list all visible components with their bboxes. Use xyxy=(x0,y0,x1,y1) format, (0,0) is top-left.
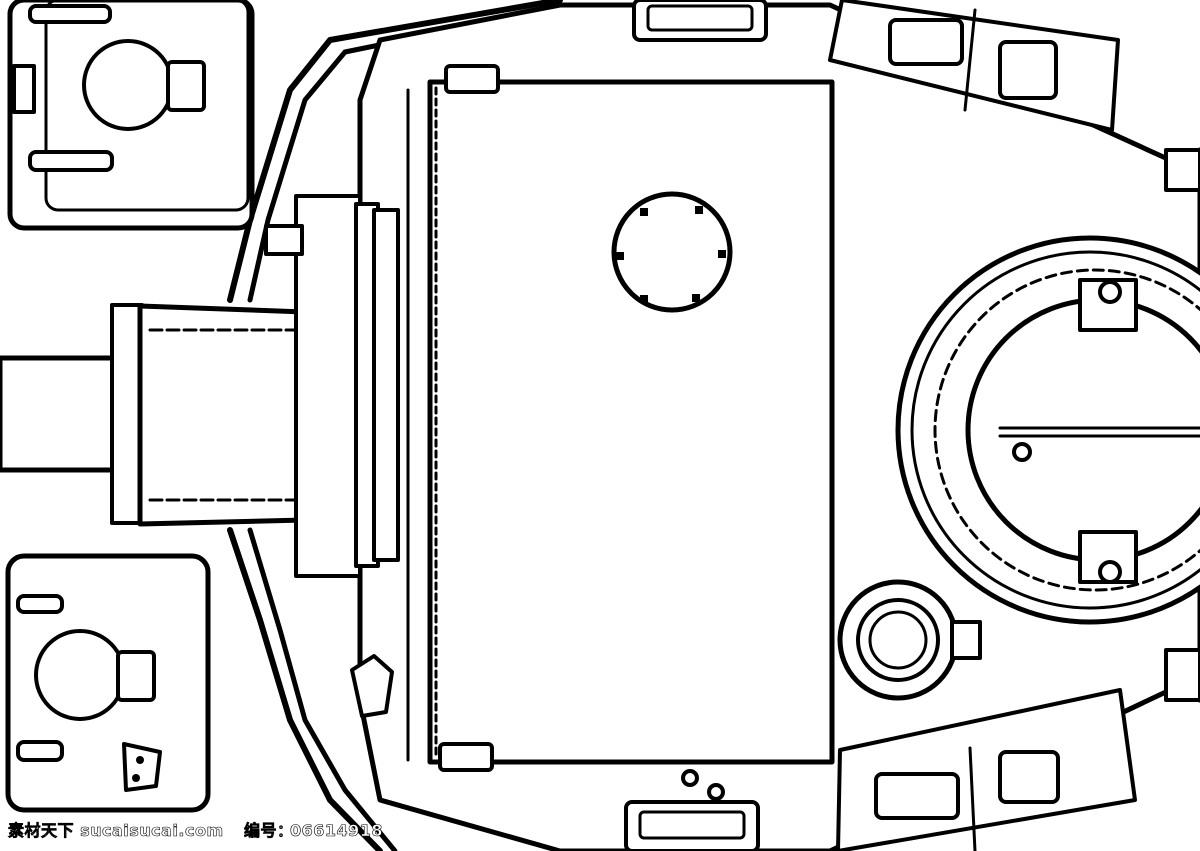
tool-box-icon xyxy=(5,553,211,813)
watermark-site: 素材天下 sucaisucai.com xyxy=(8,821,224,840)
vision-block-bottom xyxy=(624,769,760,851)
bracket-bottom-right xyxy=(836,688,1137,851)
vent-icon xyxy=(611,191,733,313)
periscope-icon xyxy=(837,579,982,701)
watermark-id-value: 06614918 xyxy=(290,821,383,840)
bracket-top-right xyxy=(828,0,1120,132)
tool-box-icon xyxy=(7,0,255,231)
hatch-icon xyxy=(895,235,1200,625)
vision-block-top xyxy=(632,0,768,42)
turret-body xyxy=(357,2,1200,851)
watermark-id-label: 编号： xyxy=(244,821,294,840)
fittings xyxy=(350,64,1200,772)
gun-mantlet xyxy=(0,194,400,578)
watermark: 素材天下 sucaisucai.com 编号： 06614918 xyxy=(8,821,383,841)
